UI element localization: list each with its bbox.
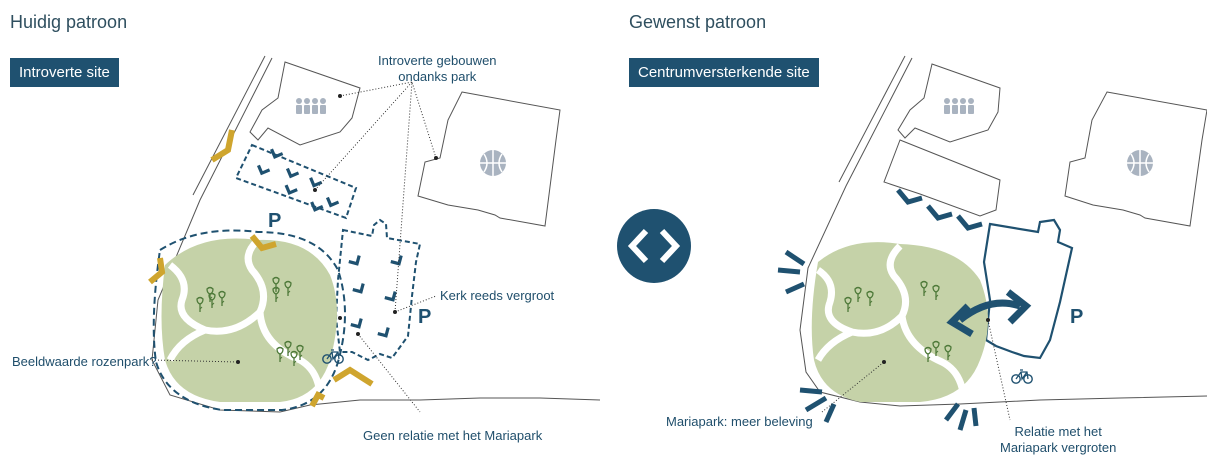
label-mariapark: Mariapark: meer beleving <box>666 414 813 429</box>
left-tag: Introverte site <box>10 58 119 87</box>
community-building <box>249 61 361 146</box>
introvert-building <box>234 143 358 220</box>
right-title: Gewenst patroon <box>629 12 767 32</box>
church-building <box>334 218 422 362</box>
long-building-right <box>883 139 1001 217</box>
label-relatie-line1: Relatie met het <box>1014 424 1102 439</box>
label-introverte-gebouwen: Introverte gebouwen ondanks park <box>378 53 497 85</box>
label-introverte-line1: Introverte gebouwen <box>378 53 497 68</box>
mariapark <box>811 242 988 402</box>
label-relatie: Relatie met het Mariapark vergroten <box>1000 424 1116 456</box>
open-edge-markers <box>896 188 983 231</box>
left-title: Huidig patroon <box>10 12 128 32</box>
basketball-icon <box>479 149 507 177</box>
closed-edge-markers <box>148 129 374 408</box>
label-geen-relatie: Geen relatie met het Mariapark <box>363 428 543 443</box>
church-building-right <box>982 218 1074 360</box>
right-map <box>777 55 1207 431</box>
attraction-rays <box>777 249 979 431</box>
label-relatie-line2: Mariapark vergroten <box>1000 440 1117 455</box>
bicycle-icon-right <box>1011 369 1033 384</box>
right-tag: Centrumversterkende site <box>629 58 819 87</box>
parking-icon-right: P <box>1070 306 1084 328</box>
parking-icon-2: P <box>418 306 432 328</box>
label-kerk: Kerk reeds vergroot <box>440 288 555 303</box>
swap-icon <box>617 209 691 283</box>
swap-arrows-icon <box>946 289 1032 338</box>
basketball-icon-right <box>1126 149 1154 177</box>
left-map <box>148 55 601 413</box>
label-rozenpark: Beeldwaarde rozenpark? <box>12 354 157 369</box>
label-introverte-line2: ondanks park <box>398 69 477 84</box>
rose-park <box>152 229 346 411</box>
parking-icon: P <box>268 210 282 232</box>
